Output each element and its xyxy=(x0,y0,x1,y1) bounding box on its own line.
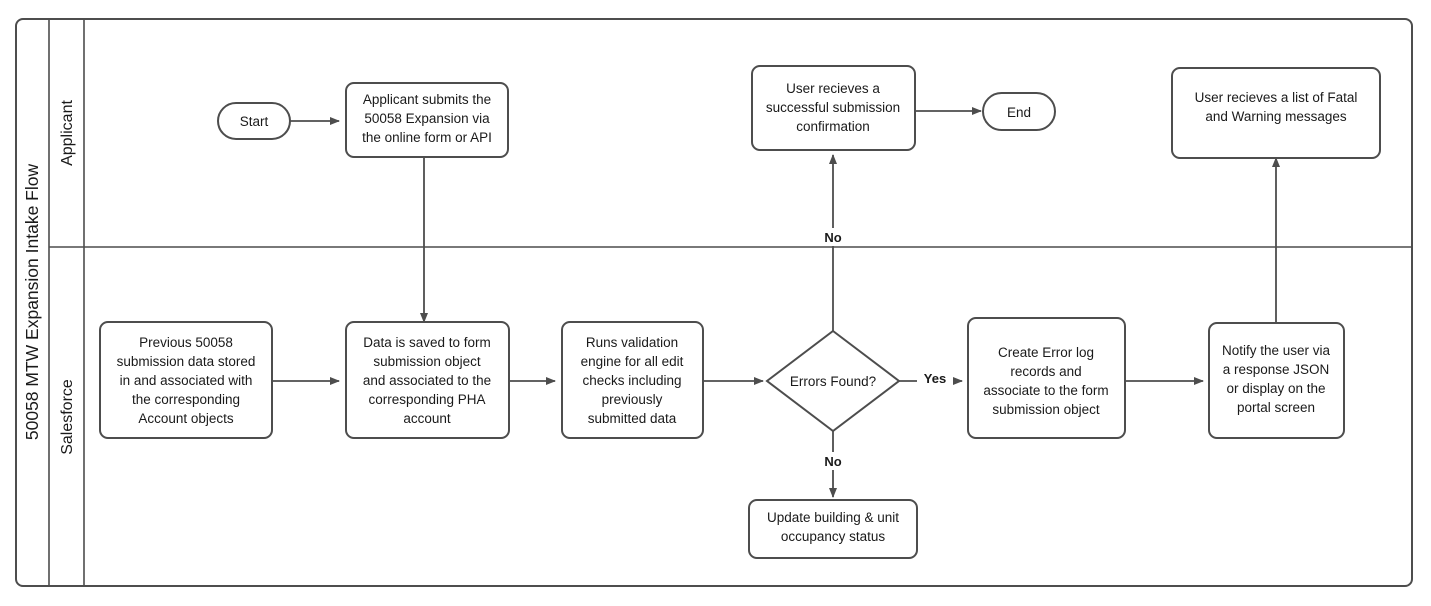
node-create-error-log-line-1: Create Error log xyxy=(998,345,1094,360)
node-previous-submission-line-4: the corresponding xyxy=(132,392,240,407)
node-create-error-log[interactable]: Create Error log records and associate t… xyxy=(967,317,1126,439)
node-errors-found-decision[interactable]: Errors Found? xyxy=(765,329,901,433)
pool-title: 50058 MTW Expansion Intake Flow xyxy=(22,164,42,441)
edge-label-no-down: No xyxy=(816,452,850,470)
node-start-label: Start xyxy=(240,114,269,129)
node-errors-found-label: Errors Found? xyxy=(790,374,876,389)
node-fatal-warning-list[interactable]: User recieves a list of Fatal and Warnin… xyxy=(1171,67,1381,159)
node-data-saved[interactable]: Data is saved to form submission object … xyxy=(345,321,510,439)
node-applicant-submits-line-1: Applicant submits the xyxy=(363,92,491,107)
node-previous-submission-line-2: submission data stored xyxy=(117,354,256,369)
lane-label-applicant-text: Applicant xyxy=(59,100,76,166)
node-data-saved-line-3: and associated to the xyxy=(363,373,491,388)
node-success-confirmation-line-3: confirmation xyxy=(796,119,870,134)
edge-label-yes-text: Yes xyxy=(924,371,946,386)
node-create-error-log-line-2: records and xyxy=(1010,364,1081,379)
node-validation-engine-line-4: previously xyxy=(602,392,663,407)
node-create-error-log-line-4: submission object xyxy=(992,402,1100,417)
lane-label-applicant: Applicant xyxy=(59,100,76,166)
edge-label-no-up: No xyxy=(816,228,850,246)
node-data-saved-line-2: submission object xyxy=(373,354,481,369)
node-validation-engine-line-3: checks including xyxy=(582,373,681,388)
node-previous-submission-line-5: Account objects xyxy=(138,411,234,426)
node-success-confirmation-line-2: successful submission xyxy=(766,100,900,115)
node-notify-user-line-4: portal screen xyxy=(1237,400,1315,415)
pool-title-text: 50058 MTW Expansion Intake Flow xyxy=(22,164,42,441)
edge-label-no-down-text: No xyxy=(824,454,841,469)
node-success-confirmation[interactable]: User recieves a successful submission co… xyxy=(751,65,916,151)
node-applicant-submits[interactable]: Applicant submits the 50058 Expansion vi… xyxy=(345,82,509,158)
lane-label-salesforce: Salesforce xyxy=(59,379,76,455)
node-notify-user-line-2: a response JSON xyxy=(1223,362,1330,377)
connectors xyxy=(272,107,1280,498)
node-validation-engine-line-2: engine for all edit xyxy=(581,354,684,369)
node-update-occupancy-line-2: occupancy status xyxy=(781,529,886,544)
node-update-occupancy[interactable]: Update building & unit occupancy status xyxy=(748,499,918,559)
node-end-label: End xyxy=(1007,105,1031,120)
edge-label-no-up-text: No xyxy=(824,230,841,245)
node-create-error-log-line-3: associate to the form xyxy=(983,383,1108,398)
node-end[interactable]: End xyxy=(982,92,1056,131)
node-data-saved-line-4: corresponding PHA xyxy=(368,392,485,407)
node-fatal-warning-list-line-1: User recieves a list of Fatal xyxy=(1195,90,1358,105)
lane-label-salesforce-text: Salesforce xyxy=(59,379,76,455)
node-success-confirmation-line-1: User recieves a xyxy=(786,81,880,96)
node-validation-engine-line-1: Runs validation xyxy=(586,335,678,350)
node-applicant-submits-line-2: 50058 Expansion via xyxy=(364,111,490,126)
node-previous-submission[interactable]: Previous 50058 submission data stored in… xyxy=(99,321,273,439)
pool-frame xyxy=(15,18,1413,587)
node-data-saved-line-1: Data is saved to form xyxy=(363,335,491,350)
node-validation-engine-line-5: submitted data xyxy=(588,411,677,426)
node-previous-submission-line-1: Previous 50058 xyxy=(139,335,233,350)
node-start[interactable]: Start xyxy=(217,102,291,140)
node-notify-user-line-1: Notify the user via xyxy=(1222,343,1331,358)
node-notify-user[interactable]: Notify the user via a response JSON or d… xyxy=(1208,322,1345,439)
node-previous-submission-line-3: in and associated with xyxy=(120,373,253,388)
node-applicant-submits-line-3: the online form or API xyxy=(362,130,492,145)
node-data-saved-line-5: account xyxy=(403,411,451,426)
node-validation-engine[interactable]: Runs validation engine for all edit chec… xyxy=(561,321,704,439)
node-update-occupancy-line-1: Update building & unit xyxy=(767,510,899,525)
node-fatal-warning-list-line-2: and Warning messages xyxy=(1205,109,1347,124)
edge-label-yes: Yes xyxy=(917,369,953,387)
node-notify-user-line-3: or display on the xyxy=(1226,381,1325,396)
